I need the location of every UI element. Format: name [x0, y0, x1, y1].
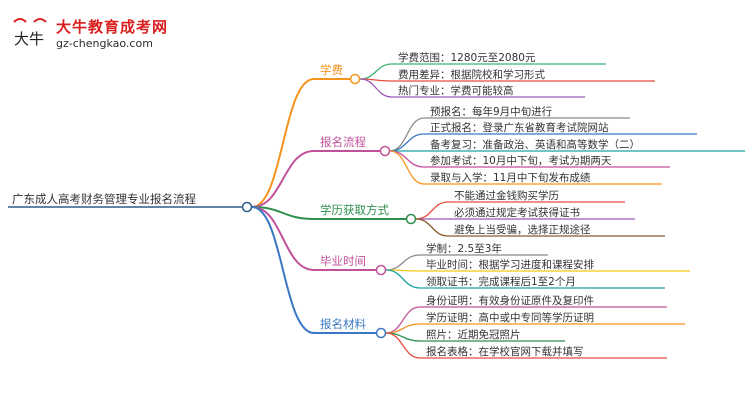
branch-connector	[251, 206, 315, 271]
branch-label: 学历获取方式	[320, 203, 389, 217]
leaf-label: 备考复习：准备政治、英语和高等数学（二）	[430, 138, 640, 151]
leaf-label: 录取与入学：11月中下旬发布成绩	[430, 171, 591, 184]
branch-label: 报名材料	[320, 317, 366, 331]
branch-node-dot	[375, 327, 387, 339]
leaf-label: 参加考试：10月中下旬，考试为期两天	[430, 154, 612, 167]
leaf-label: 热门专业：学费可能较高	[398, 84, 514, 97]
branch-connector	[251, 206, 315, 334]
leaf-label: 学制：2.5至3年	[426, 242, 502, 255]
leaf-label: 正式报名：登录广东省教育考试院网站	[430, 121, 609, 134]
branch-label: 毕业时间	[320, 254, 366, 268]
leaf-label: 学费范围：1280元至2080元	[398, 51, 536, 64]
logo-lettering: 大牛	[14, 30, 44, 48]
leaf-label: 领取证书：完成课程后1至2个月	[426, 275, 576, 288]
leaf-label: 避免上当受骗，选择正规途径	[454, 223, 591, 236]
leaf-label: 预报名：每年9月中旬进行	[430, 105, 553, 118]
leaf-label: 不能通过金钱购买学历	[454, 189, 559, 202]
leaf-connector	[385, 332, 421, 359]
leaf-label: 毕业时间：根据学习进度和课程安排	[426, 258, 594, 271]
branch-label: 报名流程	[320, 135, 366, 149]
branch-node-dot	[375, 264, 387, 276]
brand-url: gz-chengkao.com	[56, 37, 153, 50]
leaf-label: 费用差异：根据院校和学习形式	[398, 68, 545, 81]
leaf-connector	[389, 150, 425, 185]
leaf-connector	[359, 63, 393, 80]
branch-label: 学费	[320, 63, 343, 77]
leaf-label: 报名表格：在学校官网下载并填写	[426, 345, 584, 358]
leaf-connector	[389, 133, 425, 152]
branch-node-dot	[349, 73, 361, 85]
leaf-connector	[385, 269, 421, 289]
leaf-connector	[415, 218, 449, 237]
branch-node-dot	[379, 145, 391, 157]
header-logo-area: 大牛 大牛教育成考网 gz-chengkao.com	[0, 0, 260, 56]
leaf-connector	[415, 201, 449, 220]
branch-connector	[251, 78, 315, 208]
bull-logo-icon: 大牛	[13, 18, 47, 48]
leaf-connector	[389, 150, 425, 168]
root-node-dot	[241, 201, 253, 213]
leaf-label: 身份证明：有效身份证原件及复印件	[426, 294, 594, 307]
leaf-label: 学历证明：高中或中专同等学历证明	[426, 311, 594, 324]
leaf-label: 必须通过规定考试获得证书	[454, 206, 580, 219]
leaf-label: 照片：近期免冠照片	[426, 328, 521, 341]
brand-name: 大牛教育成考网	[56, 18, 169, 36]
root-topic: 广东成人高考财务管理专业报名流程	[12, 192, 196, 206]
leaf-connector	[385, 254, 421, 271]
branch-node-dot	[405, 213, 417, 225]
branch-connector	[251, 206, 315, 220]
leaf-connector	[359, 78, 393, 98]
branch-connector	[251, 150, 315, 208]
